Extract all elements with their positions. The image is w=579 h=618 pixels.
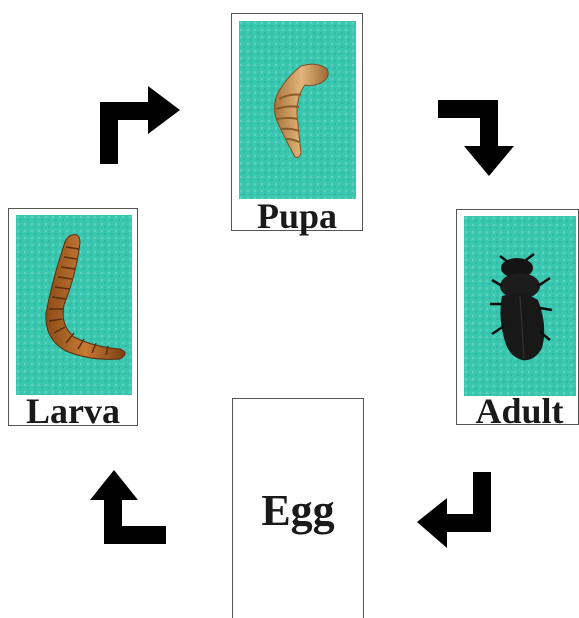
stage-card-pupa: Pupa [231,13,363,231]
bent-arrow-up-right-icon [96,82,186,168]
stage-card-larva: Larva [8,208,138,426]
stage-label-pupa: Pupa [232,198,362,234]
pupa-photo [239,21,356,199]
larva-image [16,215,132,395]
bent-arrow-right-down-icon [436,96,520,180]
stage-label-larva: Larva [9,393,137,429]
stage-card-adult: Adult [456,209,579,425]
larva-photo [16,215,132,395]
stage-label-adult: Adult [461,393,578,429]
stage-label-egg: Egg [233,489,363,533]
beetle-photo [464,216,576,396]
bent-arrow-left-up-icon [88,466,172,550]
beetle-image [464,216,576,396]
pupa-image [239,21,356,199]
stage-card-egg: Egg [232,398,364,618]
bent-arrow-down-left-icon [413,470,497,554]
